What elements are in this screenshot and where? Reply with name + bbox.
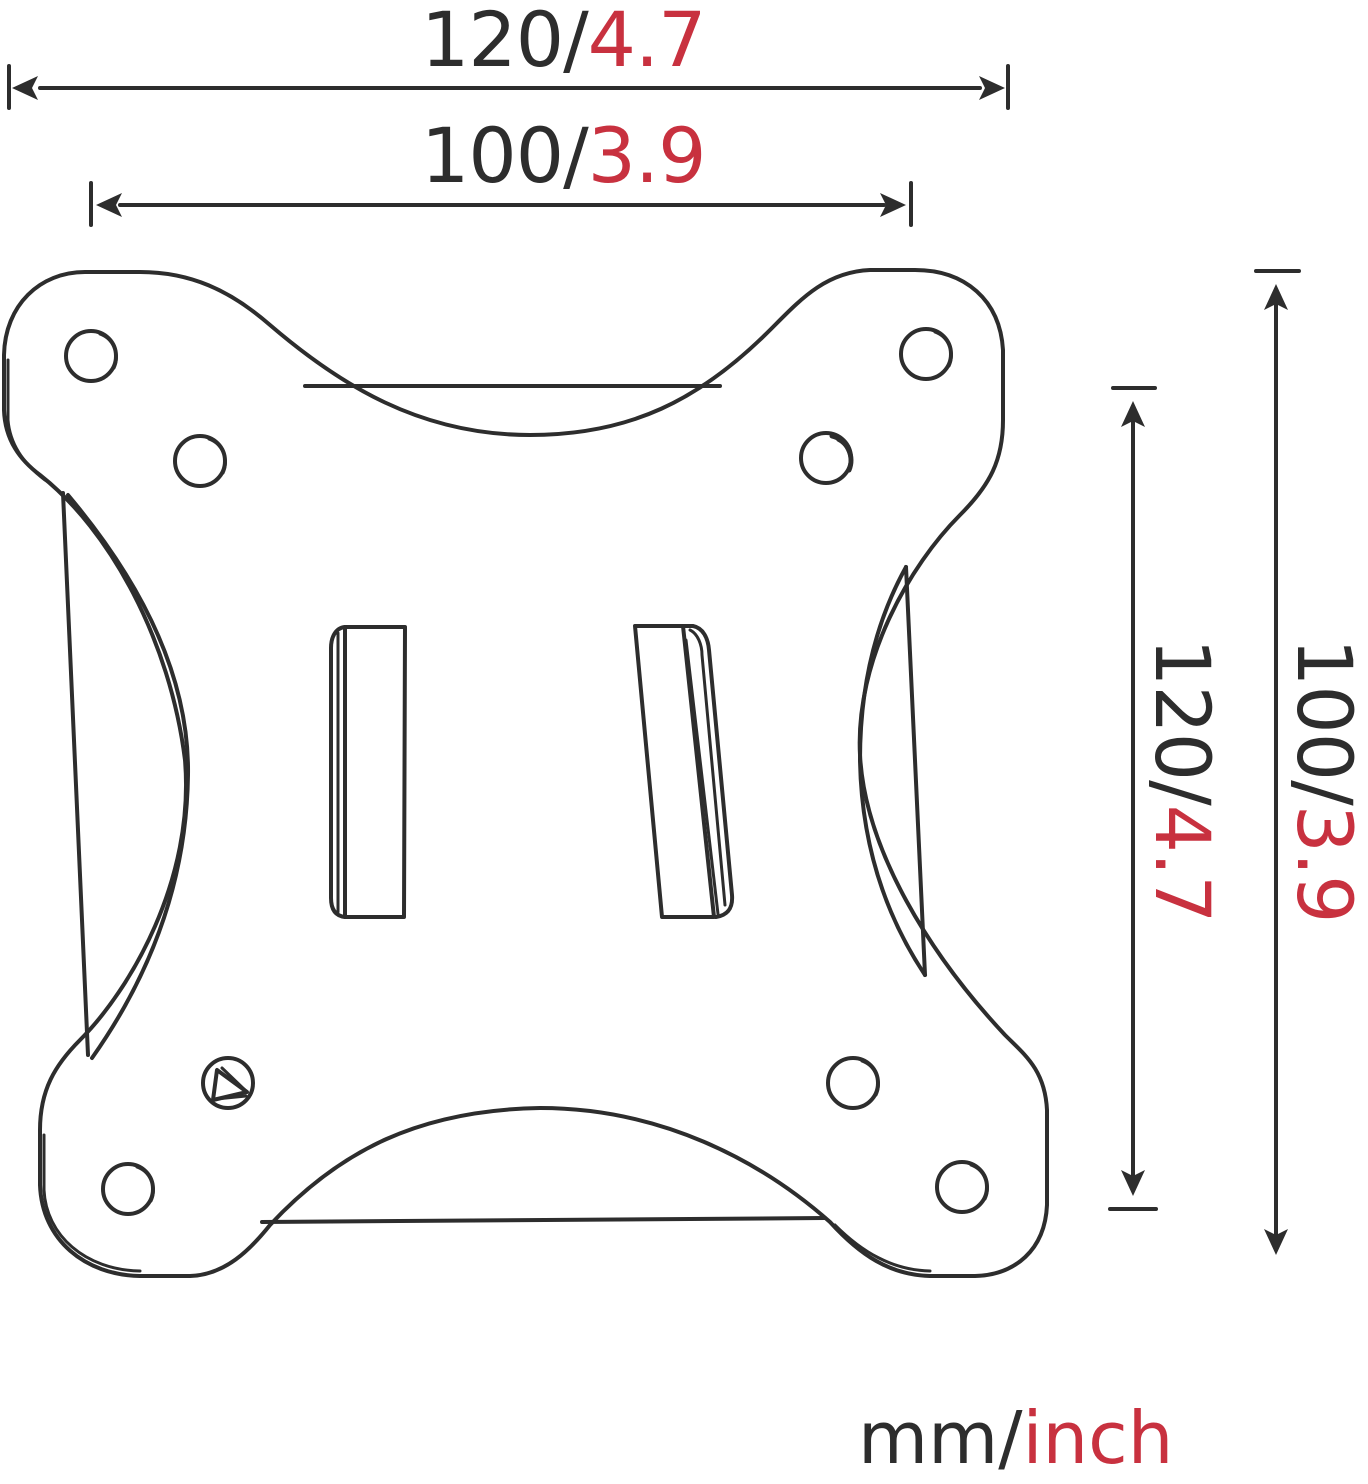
slot-left	[329, 625, 407, 919]
back-bracket	[61, 384, 927, 1224]
units-legend: mm/inch	[858, 1402, 1173, 1474]
separator: /	[563, 111, 589, 200]
units-imperial: inch	[1022, 1396, 1174, 1480]
value-inch: 4.7	[1138, 804, 1227, 923]
value-mm: 100	[1280, 638, 1368, 781]
value-mm: 120	[421, 0, 564, 84]
value-mm: 100	[421, 111, 564, 200]
plate-outline	[2, 268, 1049, 1278]
dimension-line-top-inner	[89, 181, 913, 227]
slot-right	[633, 624, 735, 919]
value-inch: 3.9	[587, 111, 707, 200]
mounting-holes	[64, 327, 989, 1216]
dimension-line-right-inner	[1108, 386, 1158, 1211]
units-metric: mm	[858, 1396, 999, 1480]
dimension-line-right-outer	[1254, 269, 1301, 1255]
dimension-label-right-inner: 120/4.7	[1138, 638, 1227, 923]
dimension-label-top-inner: 100/3.9	[421, 118, 707, 194]
dimension-label-right-outer: 100/3.9	[1280, 638, 1368, 923]
units-separator: /	[998, 1396, 1023, 1480]
separator: /	[563, 0, 589, 84]
value-inch: 4.7	[587, 0, 707, 84]
separator: /	[1138, 780, 1227, 805]
value-mm: 120	[1138, 638, 1227, 781]
dimension-label-top-outer: 120/4.7	[421, 2, 707, 78]
dimension-line-top-outer	[7, 64, 1010, 110]
value-inch: 3.9	[1280, 804, 1368, 923]
separator: /	[1280, 780, 1368, 805]
brand-logo-icon	[211, 1066, 249, 1102]
hole-bottom-left-inner	[201, 1056, 255, 1110]
